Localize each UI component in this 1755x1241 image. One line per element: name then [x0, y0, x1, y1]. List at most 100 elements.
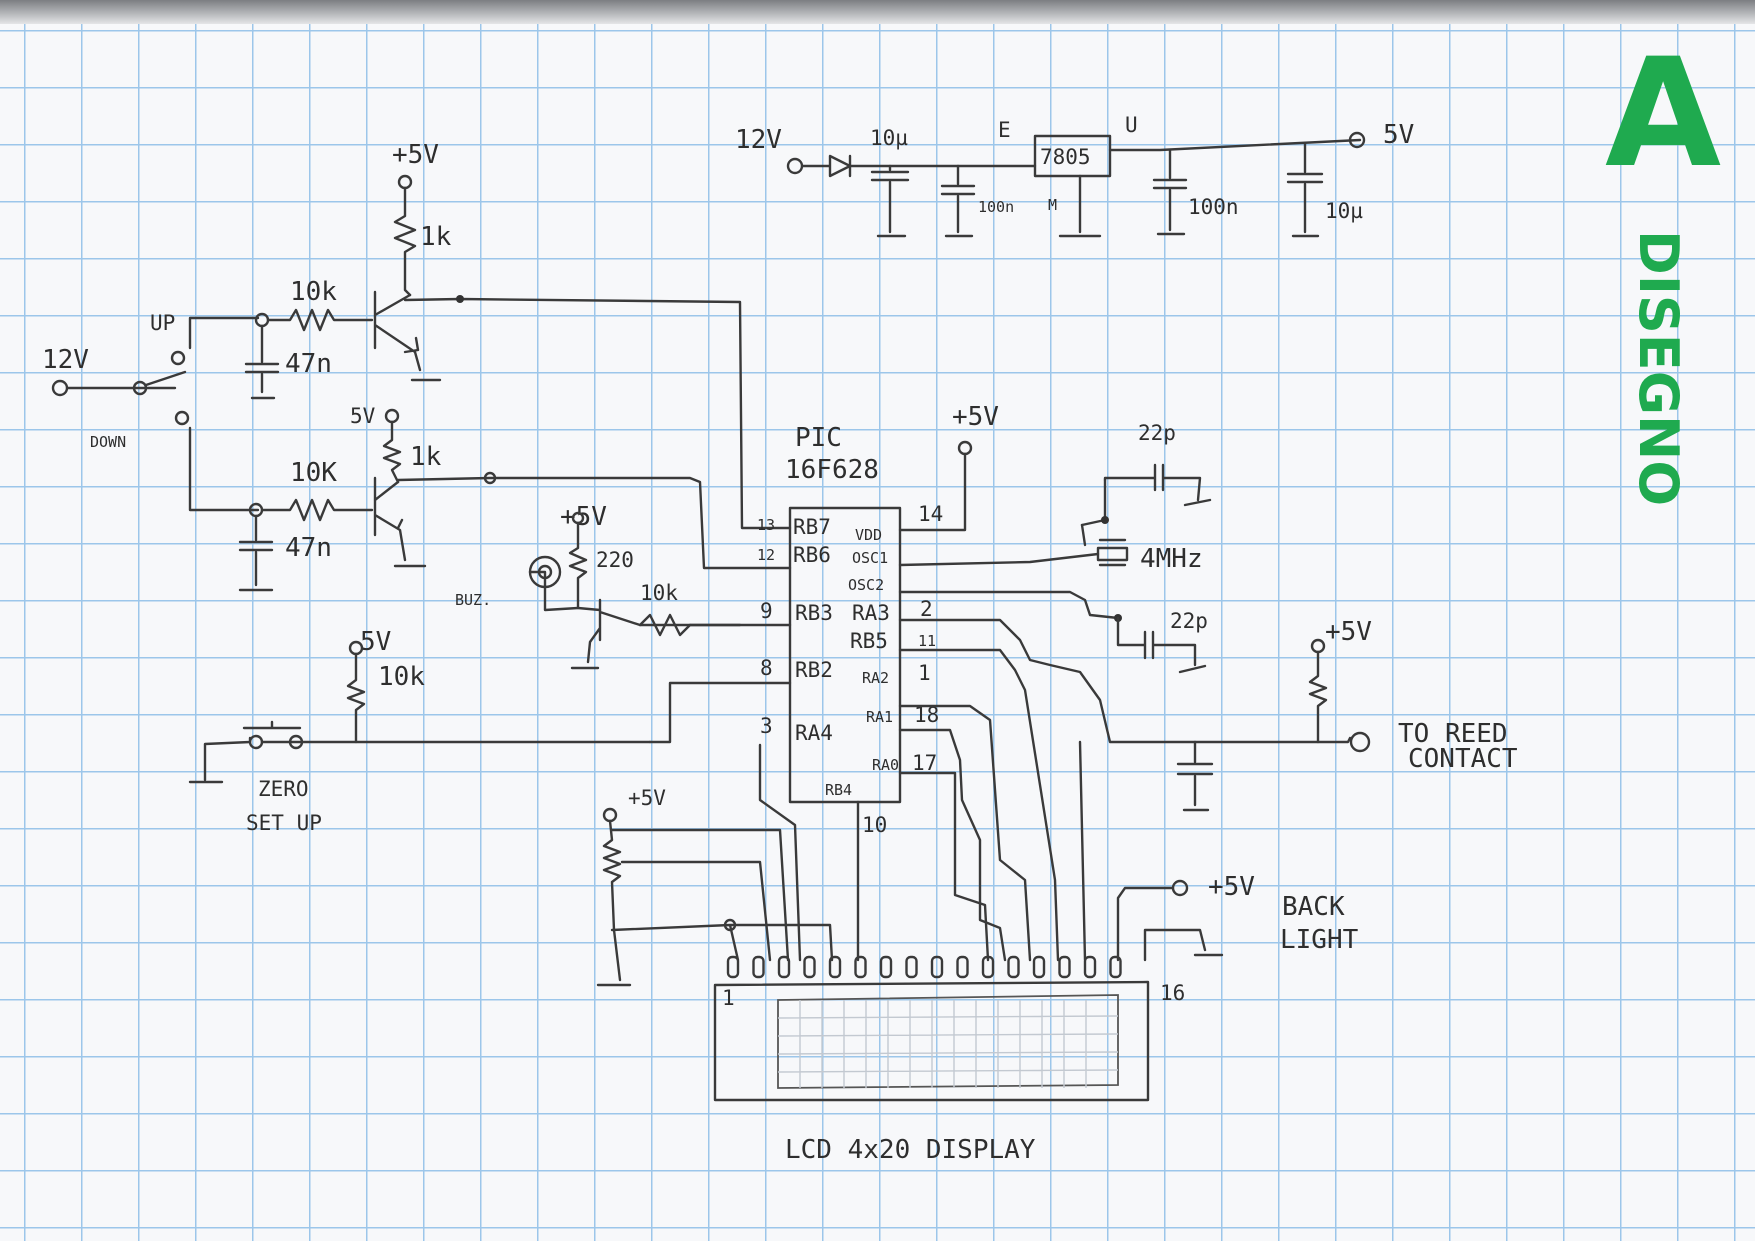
cap-10u-in [870, 164, 910, 238]
resistor-1k-mid [382, 420, 402, 484]
pin-ra2-num: 1 [918, 661, 931, 685]
lcd-label: LCD 4x20 DISPLAY [785, 1135, 1036, 1165]
supply-terminal-12v [786, 157, 804, 175]
backlight-wire [1116, 886, 1175, 962]
pin-ra1: RA1 [866, 708, 893, 726]
plus5v-pic-label: +5V [952, 402, 999, 432]
cap-47n-up [244, 324, 280, 400]
resistor-1k-top-label: 1k [420, 222, 452, 252]
resistor-10k-up-label: 10k [290, 277, 337, 307]
lcd-pin-16 [1109, 955, 1122, 979]
resistor-reed-pullup [1308, 650, 1328, 744]
vertical-title: DISEGNO [1627, 230, 1690, 506]
pin-rb4-num: 10 [862, 813, 887, 837]
zero-switch-contact-b [288, 734, 304, 750]
switch-label-down: DOWN [90, 433, 126, 451]
lcd-pin-row [726, 955, 1122, 979]
buzzer-section: +5V 220 BUZ. 10k [455, 502, 792, 670]
vdd-wire [898, 452, 967, 532]
resistor-10k-up [266, 308, 374, 332]
regulator-box [1033, 134, 1112, 178]
reed-section: TO REED CONTACT +5V [898, 617, 1518, 812]
input-switch-section: 12V UP DOWN 10k 47n +5V 1k 10K 47n 5V [42, 140, 792, 592]
resistor-10k-zero-label: 10k [378, 662, 425, 692]
lcd-pin-16-label: 16 [1160, 981, 1185, 1005]
cap-10u-out [1286, 141, 1324, 238]
sheet-title: A DISEGNO [1605, 27, 1721, 506]
backlight-label-2: LIGHT [1280, 925, 1359, 955]
supply-label-12v: 12V [735, 125, 782, 155]
pin-vdd: VDD [855, 526, 882, 544]
zero-label-1: ZERO [258, 777, 309, 801]
regulator-m-label: M [1048, 196, 1057, 214]
output-label-5v: 5V [1383, 120, 1414, 150]
reed-lcd-wire [1078, 740, 1087, 962]
lcd-character-grid [777, 1000, 1119, 1088]
plus5v-backlight-label: +5V [1208, 872, 1255, 902]
pin-rb6: RB6 [793, 543, 831, 567]
resistor-10k-rb3 [638, 613, 692, 637]
cap-100n-in-label: 100n [978, 198, 1014, 216]
pin-rb5-num: 11 [918, 632, 936, 650]
pin-rb3: RB3 [795, 601, 833, 625]
ra3-reed-wire [898, 618, 1352, 744]
node-rb6 [483, 471, 497, 485]
down-wire [188, 426, 260, 512]
pin-osc1: OSC1 [852, 549, 888, 567]
plus5v-mid-label: 5V [350, 404, 376, 428]
plus5v-top-label: +5V [392, 140, 439, 170]
pin-rb3-num: 9 [760, 599, 773, 623]
pin-rb4: RB4 [825, 781, 852, 799]
zero-switch [203, 720, 652, 782]
osc1-wire [898, 552, 1100, 567]
switch-pivot [132, 380, 148, 396]
pin-ra4-num: 3 [760, 714, 773, 738]
regulator-ground [1058, 174, 1102, 238]
pin-rb2-num: 8 [760, 656, 773, 680]
lcd-pin-2 [752, 955, 765, 979]
rb6-wire [396, 476, 792, 570]
transistor-up [373, 290, 442, 382]
node-osc1 [1101, 516, 1109, 524]
cap-22p-b [1116, 616, 1207, 674]
transistor-down [373, 476, 427, 568]
switch-contact-down [174, 410, 190, 426]
crystal-label: 4MHz [1140, 544, 1203, 574]
contrast-pot [602, 819, 622, 982]
lcd-pin-15 [1083, 955, 1097, 979]
oscillator-section: 22p 4MHz 22p [898, 421, 1212, 674]
lcd-pin-5 [828, 955, 842, 979]
node-pot [723, 918, 737, 932]
lcd-body [713, 980, 1150, 1102]
pin-ra4: RA4 [795, 721, 833, 745]
zero-switch-contact-a [248, 734, 264, 750]
lcd-pin-4 [803, 955, 816, 979]
lcd-pin-7 [879, 955, 893, 979]
pin-rb5: RB5 [850, 629, 888, 653]
lcd-section: 1 16 LCD 4x20 DISPLAY +5V BACK LIGHT +5V [596, 648, 1359, 1165]
reed-terminal [1349, 731, 1371, 753]
regulator-e-label: E [998, 118, 1011, 142]
reed-label-2: CONTACT [1408, 744, 1518, 774]
zero-label-2: SET UP [246, 811, 322, 835]
pot-wiper-wire [620, 860, 772, 962]
plus5v-pot-label: +5V [628, 786, 666, 810]
pic-label-1: PIC [795, 423, 842, 453]
cap-22p-a [1103, 463, 1212, 507]
plus5v-top-terminal [397, 174, 413, 190]
regulator-label: 7805 [1040, 145, 1091, 169]
plus5v-mid-terminal [384, 408, 400, 424]
resistor-10k-zero [346, 652, 366, 744]
cap-47n-up-label: 47n [285, 349, 332, 379]
pin-ra0: RA0 [872, 756, 899, 774]
resistor-220-label: 220 [596, 548, 634, 572]
cap-100n-out [1152, 148, 1188, 236]
rb7-wire [403, 297, 792, 530]
pot-ground-wire [610, 923, 834, 962]
pin-ra2: RA2 [862, 669, 889, 687]
input-terminal-12v [51, 379, 69, 397]
pin-ra3: RA3 [852, 601, 890, 625]
lcd-pin-9 [930, 955, 944, 979]
